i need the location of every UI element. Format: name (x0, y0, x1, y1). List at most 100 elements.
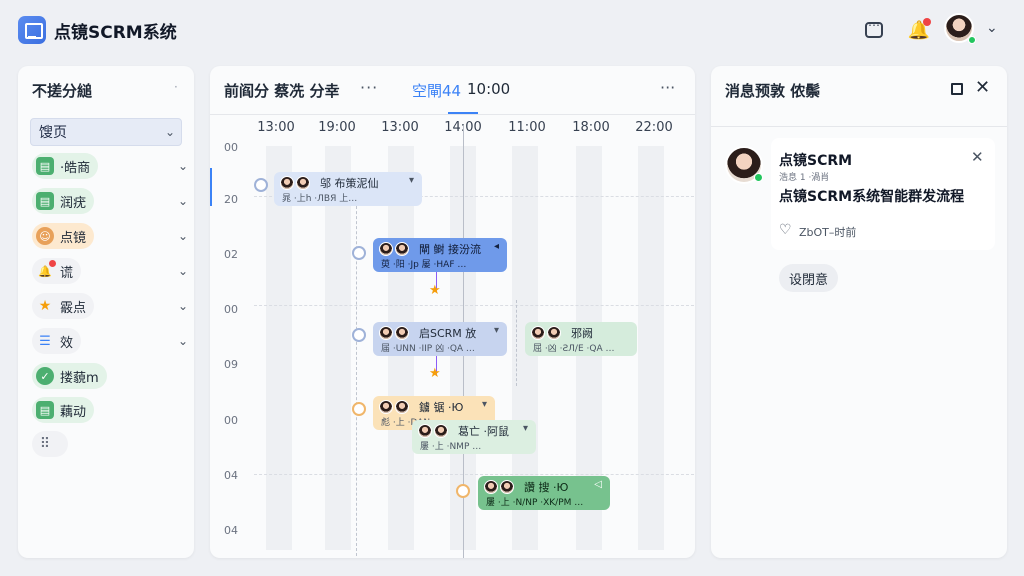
grid-icon: ▤ (36, 401, 54, 419)
nav-item-home[interactable]: 馊页 ⌄ (30, 118, 182, 146)
flow-card[interactable]: 邪阙 屈 ·凶 ·ƧЛ/E ·QA … (525, 322, 637, 356)
list-icon: ☰ (39, 333, 51, 349)
chevron-down-icon[interactable]: ⌄ (165, 125, 176, 139)
flow-card[interactable]: 邬 布策泥仙 晁 ·上h ·ЛВЯ 上… ▾ (274, 172, 422, 206)
current-time: 10:00 (467, 80, 511, 98)
time-selector[interactable]: 空閘44 (412, 82, 462, 100)
timeline-node[interactable] (352, 328, 366, 342)
user-avatar[interactable] (944, 13, 974, 43)
grid-line (516, 300, 517, 386)
nav-item-8[interactable]: ▤ 藕动 (32, 396, 95, 424)
close-icon[interactable]: ✕ (975, 77, 991, 98)
column-band (266, 146, 292, 550)
grid-line (254, 196, 694, 197)
card-title: 葛亡 ·阿鼠 (458, 425, 509, 438)
flow-card[interactable]: 讚 搜 ·Ю 屢 ·上 ·N/NP ·XK/PM … ◁ (478, 476, 610, 510)
settings-button[interactable]: 设閉意 (779, 264, 839, 292)
card-title: 邪阙 (571, 327, 593, 340)
timeline-panel: 前阎分 蔡冼 分幸 ··· 空閘44 10:00 ··· 13:00 19:00… (210, 66, 695, 558)
timeline-node[interactable] (352, 402, 366, 416)
send-icon: ◂ (493, 241, 499, 252)
avatar (500, 480, 514, 494)
row-label: 09 (224, 358, 238, 371)
card-subtitle: 届 ·UNN ·IIP 凶 ·QA … (381, 344, 475, 354)
nav-item-5[interactable]: ★ 霰点 ⌄ (32, 292, 188, 320)
column-band (638, 146, 664, 550)
nav-item-label: 霰点 (60, 300, 87, 316)
app-logo-icon (18, 16, 46, 44)
message-preview-panel: 消息预敦 侬鬃 ✕ 点镜SCRM 浩息 1 ·渦肖 点镜SCRM系统智能群发流程… (711, 66, 1007, 558)
more-icon[interactable]: · (174, 80, 178, 94)
sender-avatar (725, 146, 763, 184)
row-label: 04 (224, 524, 238, 537)
card-subtitle: 屢 ·上 ·N/NP ·XK/PM … (486, 498, 584, 508)
chevron-down-icon[interactable]: ⌄ (178, 229, 189, 243)
avatar-icon: ☺ (36, 227, 54, 245)
row-marker (210, 168, 212, 206)
nav-item-label: 效 (60, 335, 74, 351)
chevron-down-icon[interactable]: ⌄ (178, 334, 189, 348)
avatar (484, 480, 498, 494)
check-circle-icon: ✓ (36, 367, 54, 385)
card-subtitle: 彪 ·上 ·DAN … (381, 418, 442, 428)
chevron-down-icon[interactable]: ⌄ (178, 264, 189, 278)
column-header: 18:00 (572, 120, 610, 135)
nav-item-4[interactable]: 🔔 谎 ⌄ (32, 257, 188, 285)
send-icon: ▾ (522, 423, 528, 434)
column-header: 13:00 (381, 120, 419, 135)
star-icon: ★ (38, 298, 52, 314)
flow-card[interactable]: 启SCRM 放 届 ·UNN ·IIP 凶 ·QA … ▾ (373, 322, 507, 356)
nav-item-1[interactable]: ▤ ·皓商 ⌄ (32, 152, 188, 180)
flow-card[interactable]: 葛亡 ·阿鼠 屢 ·上 ·NMP … ▾ (412, 420, 536, 454)
card-subtitle: 晁 ·上h ·ЛВЯ 上… (282, 194, 358, 204)
heart-icon[interactable]: ♡ (779, 222, 792, 238)
column-header: 22:00 (635, 120, 673, 135)
message-title: 点镜SCRM系统智能群发流程 (779, 189, 965, 205)
row-label: 20 (224, 193, 238, 206)
avatar (418, 424, 432, 438)
chevron-down-icon[interactable]: ⌄ (178, 299, 189, 313)
message-icon[interactable] (862, 18, 886, 42)
more-icon[interactable]: ··· (360, 78, 379, 97)
column-header: 19:00 (318, 120, 356, 135)
nav-item-2[interactable]: ▤ 润疣 ⌄ (32, 187, 188, 215)
notification-dot (923, 18, 931, 26)
nav-item-more[interactable]: ⠿ (32, 430, 68, 458)
timeline-node[interactable] (254, 178, 268, 192)
nav-item-7[interactable]: ✓ 搂藐m (32, 362, 107, 390)
card-subtitle: 屈 ·凶 ·ƧЛ/E ·QA … (533, 344, 615, 354)
divider (711, 126, 1007, 127)
avatar (395, 326, 409, 340)
star-icon: ★ (429, 283, 441, 298)
timeline-node[interactable] (456, 484, 470, 498)
nav-item-6[interactable]: ☰ 效 ⌄ (32, 327, 188, 355)
flow-card[interactable]: 閘 鲥 接汾流 萸 ·阳 ·Jp 屡 ·HAF … ◂ (373, 238, 507, 272)
avatar (280, 176, 294, 190)
bell-icon[interactable]: 🔔 (907, 18, 931, 41)
chevron-down-icon[interactable]: ⌄ (986, 20, 998, 36)
chevron-down-icon[interactable]: ⌄ (178, 159, 189, 173)
nav-item-label: 点镜 (60, 230, 87, 246)
message-meta: 浩息 1 ·渦肖 (779, 173, 830, 183)
timeline-node[interactable] (352, 246, 366, 260)
nav-item-3[interactable]: ☺ 点镜 ⌄ (32, 222, 188, 250)
nav-item-label: 藕动 (60, 404, 87, 420)
card-title: 鐪 锯 ·Ю (419, 401, 464, 414)
preview-panel-title: 消息预敦 侬鬃 (725, 82, 821, 100)
row-label: 00 (224, 141, 238, 154)
avatar (296, 176, 310, 190)
send-icon: ◁ (594, 479, 602, 490)
card-title: 邬 布策泥仙 (320, 177, 379, 190)
grid-line (254, 474, 694, 475)
card-title: 启SCRM 放 (419, 327, 477, 340)
avatar (379, 400, 393, 414)
sender-name: 点镜SCRM (779, 153, 853, 169)
more-icon[interactable]: ··· (660, 78, 676, 97)
maximize-icon[interactable] (951, 83, 963, 95)
nav-item-label: 润疣 (60, 195, 87, 211)
left-panel-title: 不搓分縋 (32, 82, 93, 100)
chevron-down-icon[interactable]: ⌄ (178, 194, 189, 208)
avatar (531, 326, 545, 340)
close-icon[interactable]: ✕ (971, 148, 984, 166)
message-card[interactable]: 点镜SCRM 浩息 1 ·渦肖 点镜SCRM系统智能群发流程 ✕ ♡ ZbOT–… (771, 138, 995, 250)
